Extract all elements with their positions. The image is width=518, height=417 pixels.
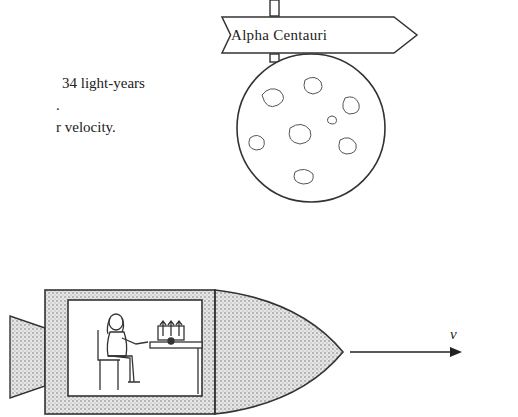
- text-fragment: 34 light-years: [62, 75, 145, 92]
- sign-board: Alpha Centauri: [221, 16, 418, 54]
- velocity-arrow: [350, 347, 462, 357]
- text-fragment: r velocity.: [56, 119, 116, 136]
- sign-text: Alpha Centauri: [231, 27, 418, 44]
- velocity-label: v: [450, 326, 457, 343]
- rocket: [10, 290, 343, 414]
- text-fragment: .: [56, 97, 60, 114]
- planet: [237, 54, 385, 202]
